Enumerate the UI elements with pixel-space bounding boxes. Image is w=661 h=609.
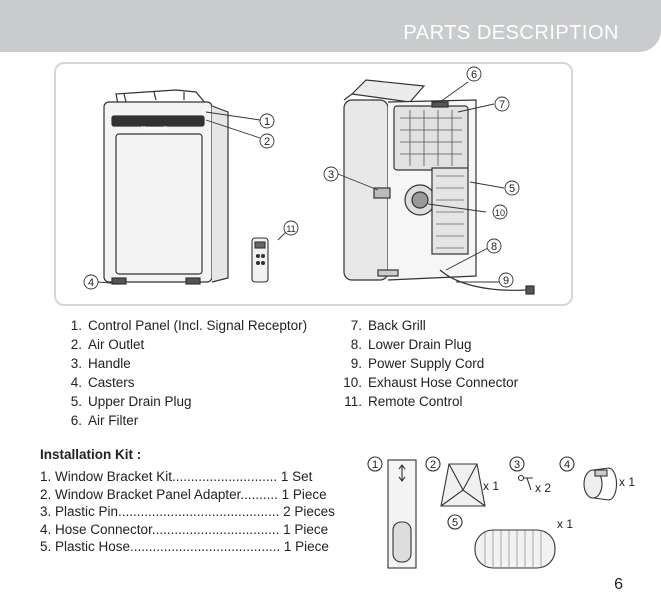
installation-kit-list: 1. Window Bracket Kit...................… [40, 468, 335, 556]
callout-11: 11 [286, 224, 295, 234]
back-unit-illustration [343, 79, 535, 295]
list-item: 2. Window Bracket Panel Adapter.........… [40, 486, 327, 502]
callouts [83, 66, 520, 290]
list-item: 3. Plastic Pin..........................… [40, 504, 335, 519]
kit-callout-5: 5 [452, 517, 458, 529]
callout-3: 3 [328, 169, 334, 181]
kit-callout-3: 3 [514, 459, 520, 471]
kit-quantity-pin: x 2 [535, 481, 551, 495]
kit-quantity-hose: x 1 [557, 517, 573, 531]
callout-2: 2 [264, 136, 270, 148]
list-item: 4. Hose Connector.......................… [40, 521, 329, 537]
parts-illustration: Honeywell [83, 66, 535, 295]
callout-7: 7 [499, 99, 505, 111]
callout-9: 9 [503, 275, 509, 287]
list-item: 6.Air Filter [70, 413, 139, 428]
kit-quantity-adapter: x 1 [483, 479, 499, 493]
plastic-hose-illustration [474, 529, 556, 569]
list-item: 3.Handle [70, 356, 131, 371]
kit-callout-2: 2 [430, 459, 436, 471]
remote-control-illustration [251, 237, 269, 283]
kit-callouts [367, 456, 575, 530]
callout-4: 4 [88, 277, 94, 289]
list-item: 8.Lower Drain Plug [350, 337, 472, 352]
list-item: 5. Plastic Hose.........................… [40, 539, 329, 554]
parts-figure: Honeywell [54, 62, 573, 306]
parts-list-right: 7.Back Grill 8.Lower Drain Plug 9.Power … [336, 316, 518, 411]
list-item: 10.Exhaust Hose Connector [343, 375, 519, 390]
front-unit-illustration [103, 89, 229, 285]
callout-5: 5 [509, 183, 515, 195]
installation-kit-illustration: 1 2 3 4 5 x 1 x 2 x 1 x 1 [367, 456, 635, 569]
parts-list-left: 1.Control Panel (Incl. Signal Receptor) … [60, 316, 307, 430]
kit-callout-4: 4 [564, 459, 570, 471]
list-item: 1. Window Bracket Kit...................… [40, 469, 313, 484]
callout-10: 10 [495, 208, 505, 218]
list-item: 11.Remote Control [344, 394, 463, 409]
callout-8: 8 [491, 241, 497, 253]
list-item: 9.Power Supply Cord [350, 356, 485, 371]
page-number: 6 [614, 576, 623, 593]
list-item: 4.Casters [70, 375, 135, 390]
page-title: PARTS DESCRIPTION [403, 22, 619, 44]
page-header: PARTS DESCRIPTION [0, 0, 661, 52]
window-bracket-illustration [387, 459, 417, 569]
list-item: 7.Back Grill [350, 318, 426, 333]
list-item: 1.Control Panel (Incl. Signal Receptor) [70, 318, 308, 333]
brand-logo: Honeywell [142, 126, 167, 132]
kit-quantity-connector: x 1 [619, 475, 635, 489]
plastic-pin-illustration [517, 474, 533, 491]
callout-6: 6 [471, 69, 477, 81]
hose-connector-illustration [583, 467, 618, 501]
bracket-adapter-illustration [440, 463, 486, 507]
kit-callout-1: 1 [372, 459, 378, 471]
installation-kit-title: Installation Kit : [40, 447, 142, 462]
list-item: 5.Upper Drain Plug [70, 394, 192, 409]
list-item: 2.Air Outlet [70, 337, 145, 352]
callout-1: 1 [264, 116, 270, 128]
